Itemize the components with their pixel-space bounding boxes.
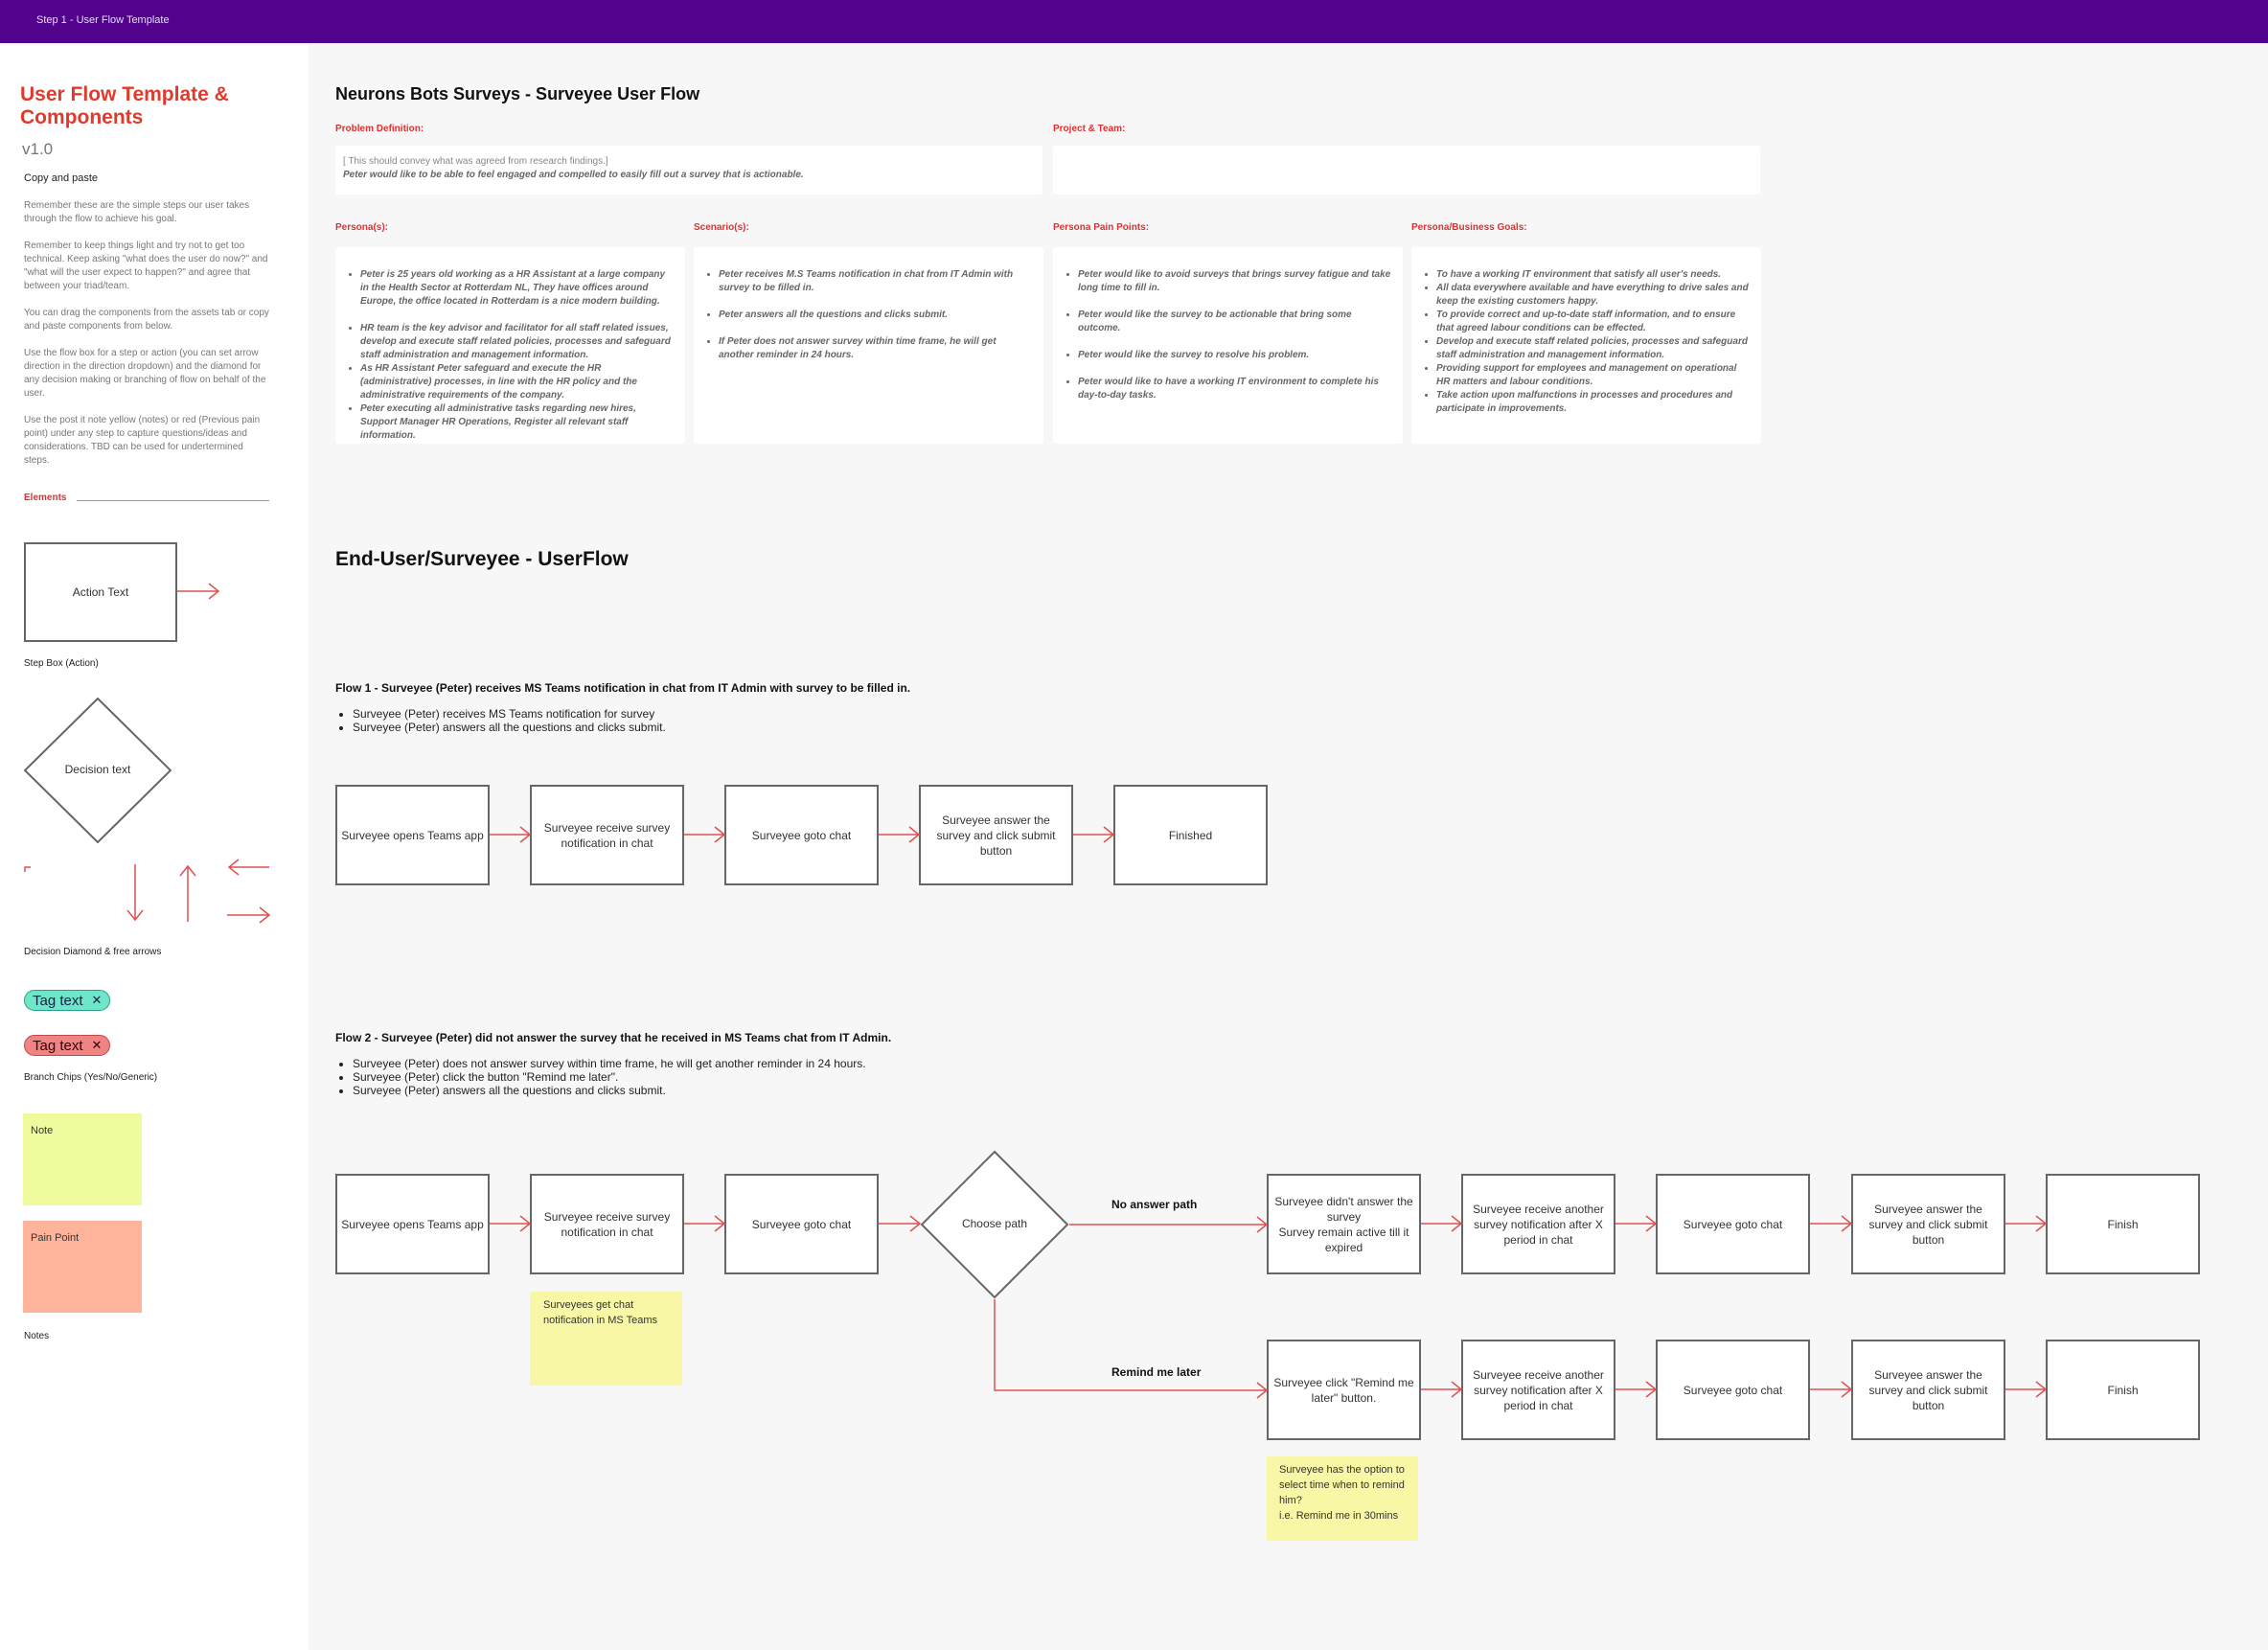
flow1-step-2[interactable]: Surveyee receive survey notification in … bbox=[530, 785, 684, 885]
sidebar bbox=[0, 43, 309, 1650]
close-icon[interactable]: ✕ bbox=[91, 993, 103, 1007]
pain-point-sticky[interactable]: Pain Point bbox=[23, 1221, 142, 1313]
goal-item: Take action upon malfunctions in process… bbox=[1436, 389, 1750, 416]
flow1-step-3[interactable]: Surveyee goto chat bbox=[724, 785, 879, 885]
path2-step-5[interactable]: Finish bbox=[2046, 1340, 2200, 1440]
note-sticky[interactable]: Note bbox=[23, 1113, 142, 1205]
persona-item: Peter is 25 years old working as a HR As… bbox=[360, 268, 674, 309]
notes-label: Notes bbox=[24, 1331, 50, 1341]
pain-point-item: Peter would like the survey to resolve h… bbox=[1078, 349, 1391, 362]
path1-step-3[interactable]: Surveyee goto chat bbox=[1656, 1174, 1810, 1274]
tag-chip-red[interactable]: Tag text ✕ bbox=[24, 1035, 111, 1056]
pain-points-card: Peter would like to avoid surveys that b… bbox=[1053, 247, 1403, 444]
branch-chips-label: Branch Chips (Yes/No/Generic) bbox=[24, 1072, 158, 1083]
tag-chip-text: Tag text bbox=[33, 992, 83, 1009]
flow1-bullets: Surveyee (Peter) receives MS Teams notif… bbox=[335, 707, 1215, 734]
top-bar: Step 1 - User Flow Template bbox=[0, 0, 2268, 43]
goal-item: All data everywhere available and have e… bbox=[1436, 282, 1750, 309]
flow2-bullet: Surveyee (Peter) click the button "Remin… bbox=[353, 1070, 1311, 1084]
flow1-bullet: Surveyee (Peter) receives MS Teams notif… bbox=[353, 707, 1215, 721]
sidebar-paragraph: Use the flow box for a step or action (y… bbox=[24, 348, 266, 399]
path1-step-2[interactable]: Surveyee receive another survey notifica… bbox=[1461, 1174, 1615, 1274]
sidebar-paragraph: Remember these are the simple steps our … bbox=[24, 200, 250, 224]
problem-hint: [ This should convey what was agreed fro… bbox=[343, 156, 608, 167]
step-box-sample[interactable]: Action Text bbox=[24, 542, 177, 642]
persona-item: HR team is the key advisor and facilitat… bbox=[360, 322, 674, 362]
elements-label: Elements bbox=[24, 493, 67, 503]
decision-diamond-shape bbox=[920, 1150, 1069, 1299]
sidebar-title: User Flow Template & Components bbox=[20, 83, 229, 128]
scenario-card: Peter receives M.S Teams notification in… bbox=[694, 247, 1043, 444]
path1-step-1[interactable]: Surveyee didn't answer the survey Survey… bbox=[1267, 1174, 1421, 1274]
path2-step-4[interactable]: Surveyee answer the survey and click sub… bbox=[1851, 1340, 2005, 1440]
project-label: Project & Team: bbox=[1053, 124, 1126, 134]
page-title: Neurons Bots Surveys - Surveyee User Flo… bbox=[335, 84, 700, 103]
flow2-decision[interactable]: Choose path bbox=[920, 1150, 1069, 1299]
problem-text: Peter would like to be able to feel enga… bbox=[343, 170, 804, 180]
sidebar-paragraph: Remember to keep things light and try no… bbox=[24, 241, 268, 291]
flow1-step-5[interactable]: Finished bbox=[1113, 785, 1268, 885]
flow1-bullet: Surveyee (Peter) answers all the questio… bbox=[353, 721, 1215, 734]
scenario-item: Peter answers all the questions and clic… bbox=[719, 309, 1032, 322]
goal-item: To provide correct and up-to-date staff … bbox=[1436, 309, 1750, 335]
flow2-bullet: Surveyee (Peter) does not answer survey … bbox=[353, 1057, 1311, 1070]
flow1-title: Flow 1 - Surveyee (Peter) receives MS Te… bbox=[335, 681, 911, 695]
scenario-item: Peter receives M.S Teams notification in… bbox=[719, 268, 1032, 295]
project-card bbox=[1053, 146, 1760, 195]
scenario-item: If Peter does not answer survey within t… bbox=[719, 335, 1032, 362]
sidebar-paragraph: Use the post it note yellow (notes) or r… bbox=[24, 415, 261, 466]
note-sticky[interactable]: Surveyee has the option to select time w… bbox=[1267, 1456, 1418, 1541]
goal-item: To have a working IT environment that sa… bbox=[1436, 268, 1750, 282]
persona-card: Peter is 25 years old working as a HR As… bbox=[335, 247, 685, 444]
decision-diamond-shape bbox=[23, 697, 172, 844]
tag-chip-text: Tag text bbox=[33, 1037, 83, 1054]
persona-item: As HR Assistant Peter safeguard and exec… bbox=[360, 362, 674, 402]
flow2-step-3[interactable]: Surveyee goto chat bbox=[724, 1174, 879, 1274]
flow2-bullet: Surveyee (Peter) answers all the questio… bbox=[353, 1084, 1311, 1097]
flow2-step-1[interactable]: Surveyee opens Teams app bbox=[335, 1174, 490, 1274]
path2-step-2[interactable]: Surveyee receive another survey notifica… bbox=[1461, 1340, 1615, 1440]
flow2-bullets: Surveyee (Peter) does not answer survey … bbox=[335, 1057, 1311, 1097]
path2-step-3[interactable]: Surveyee goto chat bbox=[1656, 1340, 1810, 1440]
goal-item: Develop and execute staff related polici… bbox=[1436, 335, 1750, 362]
goals-label: Persona/Business Goals: bbox=[1411, 222, 1527, 233]
persona-label: Persona(s): bbox=[335, 222, 389, 233]
decision-label: Decision Diamond & free arrows bbox=[24, 947, 162, 957]
decision-diamond-sample[interactable]: Decision text bbox=[23, 697, 172, 844]
flow2-title: Flow 2 - Surveyee (Peter) did not answer… bbox=[335, 1031, 892, 1044]
sidebar-version: v1.0 bbox=[22, 140, 54, 158]
pain-point-item: Peter would like to have a working IT en… bbox=[1078, 376, 1391, 402]
goal-item: Providing support for employees and mana… bbox=[1436, 362, 1750, 389]
close-icon[interactable]: ✕ bbox=[91, 1038, 103, 1052]
decision-text: Decision text bbox=[64, 763, 131, 776]
problem-card: [ This should convey what was agreed fro… bbox=[335, 146, 1042, 195]
path2-step-1[interactable]: Surveyee click "Remind me later" button. bbox=[1267, 1340, 1421, 1440]
elements-divider bbox=[77, 500, 269, 501]
flow1-step-1[interactable]: Surveyee opens Teams app bbox=[335, 785, 490, 885]
flow2-step-2[interactable]: Surveyee receive survey notification in … bbox=[530, 1174, 684, 1274]
sidebar-paragraph: You can drag the components from the ass… bbox=[24, 308, 269, 332]
goals-card: To have a working IT environment that sa… bbox=[1411, 247, 1761, 444]
path1-step-4[interactable]: Surveyee answer the survey and click sub… bbox=[1851, 1174, 2005, 1274]
step-box-label: Step Box (Action) bbox=[24, 658, 99, 669]
scenario-label: Scenario(s): bbox=[694, 222, 749, 233]
path1-step-5[interactable]: Finish bbox=[2046, 1174, 2200, 1274]
note-sticky[interactable]: Surveyees get chat notification in MS Te… bbox=[530, 1292, 682, 1386]
path2-label: Remind me later bbox=[1111, 1365, 1202, 1379]
tag-chip-green[interactable]: Tag text ✕ bbox=[24, 990, 111, 1011]
page-tab-title: Step 1 - User Flow Template bbox=[36, 14, 170, 26]
userflow-title: End-User/Surveyee - UserFlow bbox=[335, 548, 629, 570]
sidebar-subtitle: Copy and paste bbox=[24, 172, 99, 184]
pain-point-item: Peter would like the survey to be action… bbox=[1078, 309, 1391, 335]
flow1-step-4[interactable]: Surveyee answer the survey and click sub… bbox=[919, 785, 1073, 885]
problem-label: Problem Definition: bbox=[335, 124, 424, 134]
decision-text: Choose path bbox=[961, 1217, 1028, 1230]
pain-points-label: Persona Pain Points: bbox=[1053, 222, 1150, 233]
pain-point-item: Peter would like to avoid surveys that b… bbox=[1078, 268, 1391, 295]
path1-label: No answer path bbox=[1111, 1198, 1198, 1211]
persona-item: Peter executing all administrative tasks… bbox=[360, 402, 674, 443]
